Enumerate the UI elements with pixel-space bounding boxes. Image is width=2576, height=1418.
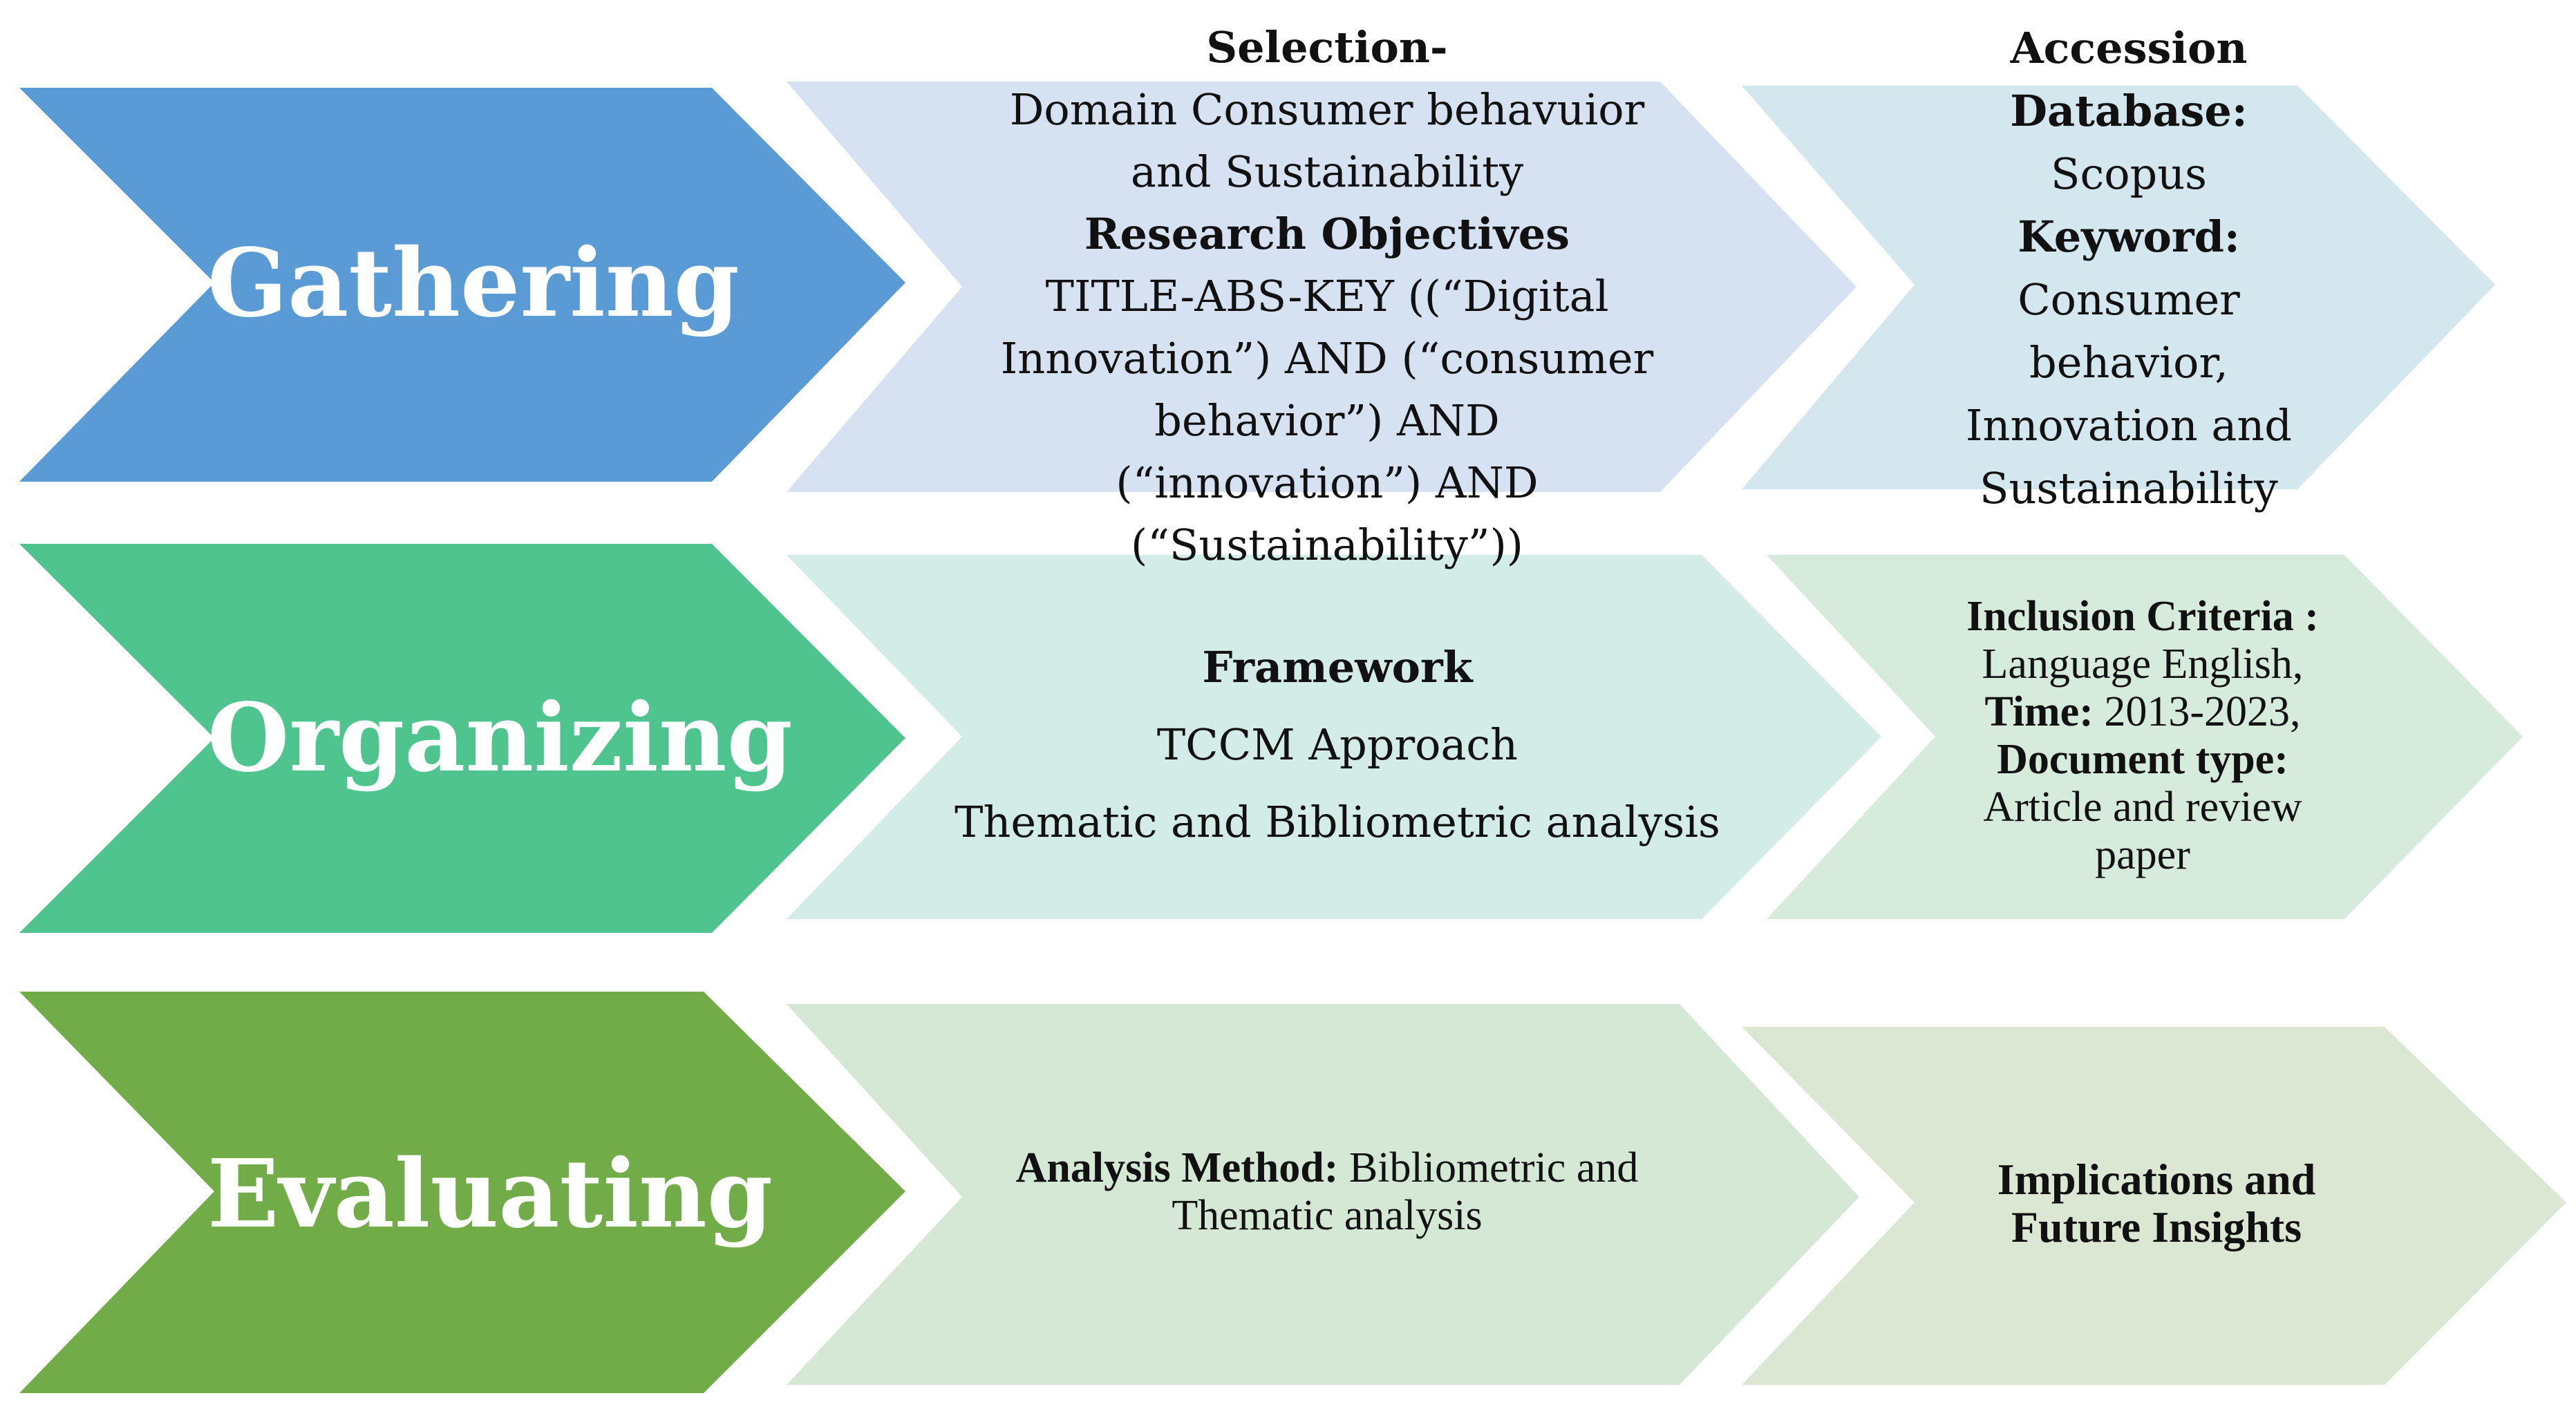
analysis-method-line-2: Thematic analysis [1172,1192,1483,1239]
research-objectives-heading: Research Objectives [1084,209,1570,259]
query-line: behavior”) AND [1154,395,1500,446]
analysis-method-label: Analysis Method: [1015,1144,1339,1191]
doctype-label: Document type: [1997,736,2288,783]
implications-chevron [1742,1027,2566,1385]
organizing-text: Organizing [207,683,793,793]
evaluating-chevron [19,992,905,1393]
keyword-line: Innovation and [1966,400,2292,451]
implications-line: Future Insights [2011,1202,2302,1251]
doctype-line: paper [2095,831,2190,878]
gathering-text: Gathering [207,228,740,339]
organizing-chevron [19,544,905,933]
evaluating-text: Evaluating [207,1139,773,1249]
stage-label-gathering: Gathering [207,236,740,330]
keyword-line: Sustainability [1980,463,2278,513]
accession-heading: Accession [2010,23,2248,73]
query-line: TITLE-ABS-KEY ((“Digital [1045,271,1609,321]
selection-block: Selection- Domain Consumer behavuior and… [947,17,1707,576]
framework-chevron [787,555,1881,919]
selection-domain-line: and Sustainability [1130,146,1524,197]
selection-heading: Selection- [1206,22,1448,73]
framework-approach: TCCM Approach [1156,719,1519,770]
keyword-line: behavior, [2029,337,2228,388]
accession-block: Accession Database: Scopus Keyword: Cons… [1866,17,2391,520]
inclusion-heading: Inclusion Criteria : [1966,593,2319,640]
implications-line: Implications and [1997,1155,2316,1204]
inclusion-time: Time: 2013-2023, [1894,688,2391,736]
query-line: (“Sustainability”)) [1131,520,1523,570]
gathering-chevron [19,88,905,482]
framework-heading: Framework [1202,642,1473,692]
stage-label-evaluating: Evaluating [207,1147,773,1241]
inclusion-chevron [1767,555,2523,919]
accession-chevron [1742,86,2495,489]
time-label: Time: [1984,688,2094,735]
doctype-line: Article and review [1983,784,2302,831]
keyword-label: Keyword: [2018,211,2240,262]
inclusion-language: Language English, [1982,641,2304,688]
database-label: Database: [2010,86,2248,136]
selection-domain-line: Domain Consumer behavuior [1009,84,1645,135]
database-value: Scopus [2051,149,2207,199]
selection-chevron [787,82,1856,492]
analysis-method-chevron [787,1004,1859,1385]
stage-label-organizing: Organizing [207,691,793,785]
inclusion-criteria-block: Inclusion Criteria : Language English, T… [1894,593,2391,879]
implications-block: Implications and Future Insights [1908,1155,2405,1251]
keyword-line: Consumer [2018,274,2240,325]
time-value: 2013-2023, [2093,688,2301,735]
query-line: (“innovation”) AND [1116,457,1539,508]
framework-analysis: Thematic and Bibliometric analysis [955,797,1720,847]
analysis-method-block: Analysis Method: Bibliometric and Themat… [947,1144,1707,1240]
analysis-method-value: Bibliometric and [1338,1144,1639,1191]
analysis-method-line: Analysis Method: Bibliometric and [947,1144,1707,1192]
framework-block: Framework TCCM Approach Thematic and Bib… [947,629,1728,861]
query-line: Innovation”) AND (“consumer [1000,333,1654,384]
